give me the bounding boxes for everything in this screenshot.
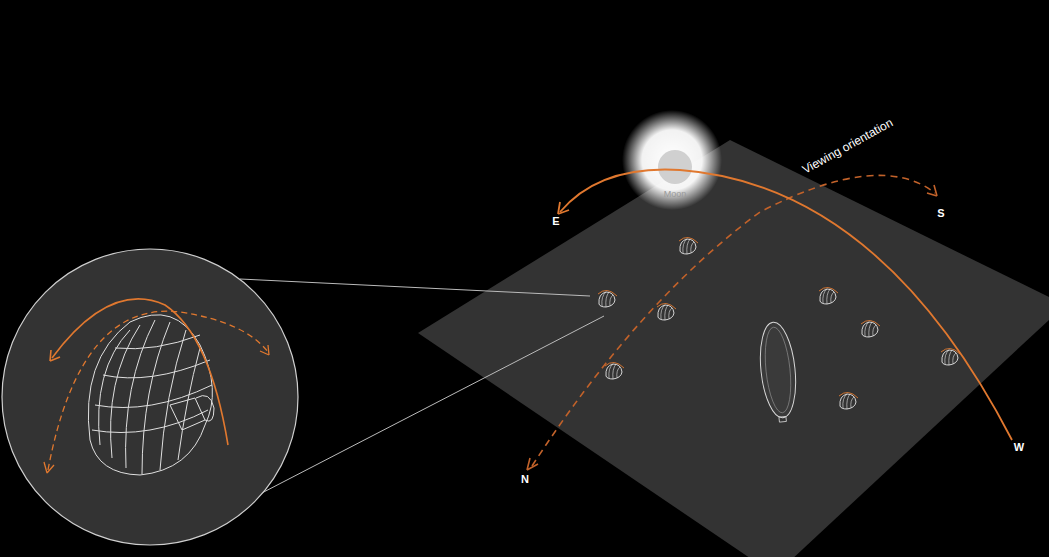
viewing-pod — [819, 287, 838, 304]
oval-structure — [756, 320, 800, 423]
moon — [658, 150, 692, 184]
viewing-pod — [657, 303, 676, 320]
viewing-pod — [941, 348, 960, 365]
compass-label: S — [937, 208, 944, 219]
orientation-label: Viewing orientation — [801, 116, 895, 176]
viewing-pod — [839, 392, 858, 409]
compass-label: N — [521, 474, 529, 485]
detail-callout — [2, 249, 298, 545]
viewing-pod — [598, 290, 617, 307]
moon-label: Moon — [664, 190, 687, 199]
ground-plane — [418, 140, 1049, 557]
compass-label: E — [552, 216, 559, 227]
moon-glow — [622, 110, 722, 210]
viewing-pod — [605, 362, 624, 379]
viewing-pod — [679, 237, 698, 254]
moon-path — [560, 170, 1012, 440]
viewing-pod — [861, 320, 880, 337]
compass-label: W — [1014, 442, 1024, 453]
viewing-pods — [598, 237, 960, 409]
viewing-arc — [532, 175, 935, 466]
